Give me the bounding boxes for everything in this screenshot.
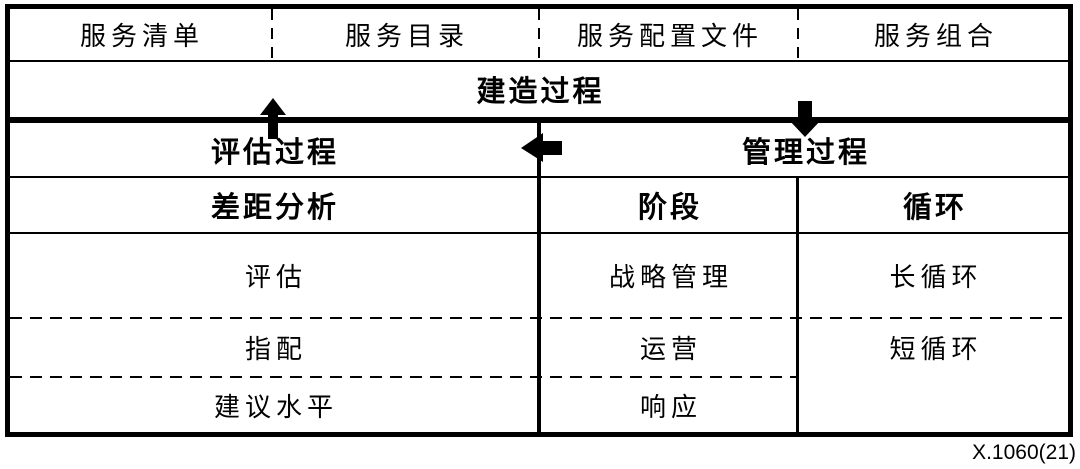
- strategic-management-cell: 战略管理: [608, 263, 733, 292]
- response-cell: 响应: [639, 392, 702, 422]
- row1-bottom-line: [5, 60, 1073, 62]
- management-process-label: 管理过程: [741, 136, 870, 169]
- evaluation-cell: 评估: [244, 263, 307, 292]
- evaluation-process-label: 评估过程: [210, 136, 339, 169]
- service-catalogue-cell: 服务目录: [344, 22, 469, 51]
- phase-header: 阶段: [637, 192, 702, 224]
- top-row-dashed-divider-1: [271, 9, 273, 60]
- proposed-level-cell: 建议水平: [213, 392, 338, 422]
- long-cycle-cell: 长循环: [889, 263, 983, 292]
- service-portfolio-cell: 服务组合: [873, 22, 998, 51]
- table-outer-border: [5, 4, 1073, 437]
- figure-caption: X.1060(21): [972, 441, 1076, 464]
- assignment-cell: 指配: [244, 335, 307, 364]
- cycle-header: 循环: [902, 192, 967, 224]
- dashed-divider-row6: [10, 376, 798, 378]
- top-row-dashed-divider-2: [538, 9, 540, 60]
- build-process-label: 建造过程: [476, 75, 605, 108]
- service-inventory-cell: 服务清单: [79, 22, 204, 51]
- phase-cycle-divider-line: [796, 178, 799, 432]
- top-row-dashed-divider-3: [797, 9, 799, 60]
- gap-analysis-header: 差距分析: [210, 192, 339, 224]
- service-profile-cell: 服务配置文件: [576, 22, 763, 51]
- center-divider-line: [537, 117, 541, 432]
- operation-cell: 运营: [639, 335, 702, 364]
- short-cycle-cell: 短循环: [889, 335, 983, 364]
